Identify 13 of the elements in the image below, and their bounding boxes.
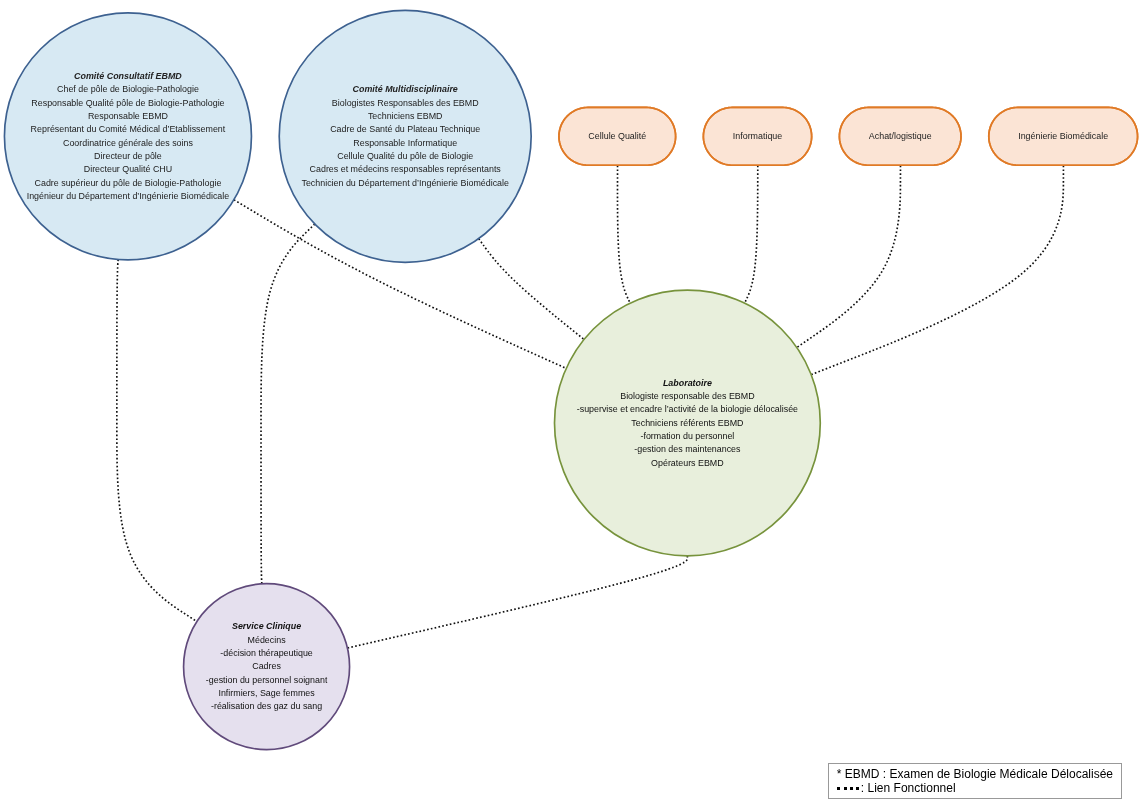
connector (346, 555, 689, 649)
footnote: * EBMD : Examen de Biologie Médicale Délocalisée (836, 767, 1113, 781)
node-circle: Service Clinique Médecins -décision thérapeutique Cadres -gestion du personnel soignant Infirmiers, Sage femmes -réalisation des gaz du sang (182, 582, 351, 751)
connector (743, 164, 759, 304)
connector (616, 164, 631, 304)
connector (233, 198, 568, 370)
node-circle: Laboratoire Biologiste responsable des EBMD -supervise et encadre l’activité de la biologie délocalisée Techniciens référents EBMD -formation du personnel -gestion des maintenances Opérateurs EBMD (553, 289, 822, 557)
connector (116, 258, 198, 623)
connector (260, 223, 316, 585)
legend-text: : Lien Fonctionnel (860, 781, 956, 795)
connector (477, 237, 585, 341)
node-circle: Comité Multidisciplinaire Biologistes Responsables des EBMD Techniciens EBMD Cadre de Santé du Plateau Technique Responsable Informatique Cellule Qualité du pôle de Biologie Cadres et médecins responsables représentants Technicien du Département d’Ingénierie Biomédicale (278, 9, 532, 264)
node-circle: Comité Consultatif EBMD Chef de pôle de Biologie-Pathologie Responsable Qualité pôle de Biologie-Pathologie Responsable EBMD Représentant du Comité Médical d’Etablissement Coordinatrice générale des soins Directeur de pôle Directeur Qualité CHU Cadre supérieur du pôle de Biologie-Pathologie Ingénieur du Département d’Ingénierie Biomédicale (3, 12, 253, 261)
